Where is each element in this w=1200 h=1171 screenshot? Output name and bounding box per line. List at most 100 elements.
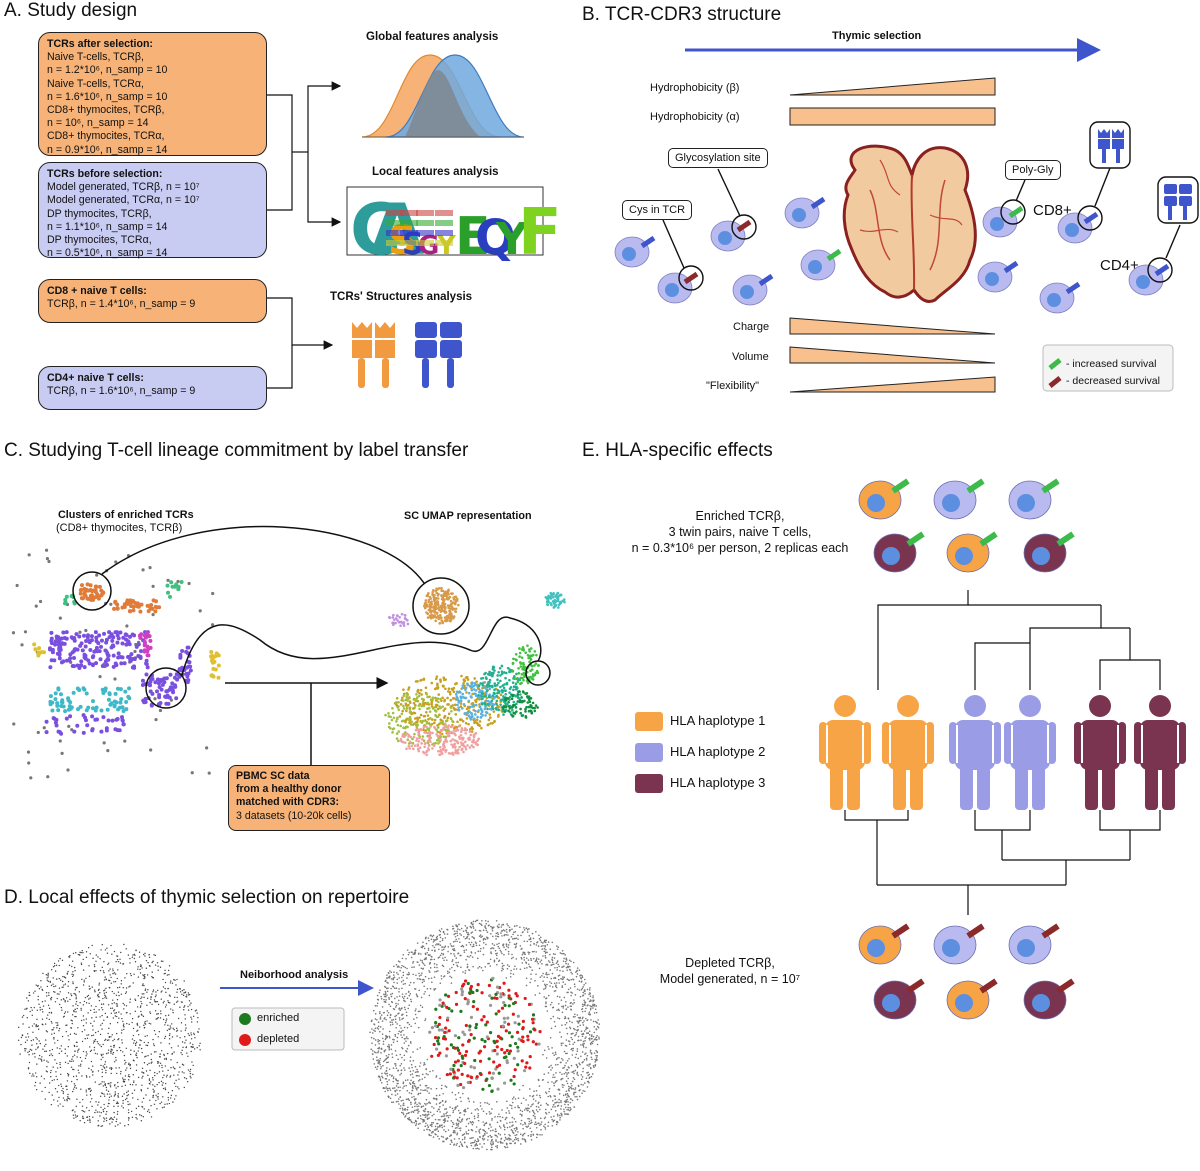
repertoire-dot (397, 1058, 399, 1061)
repertoire-dot (162, 986, 165, 988)
repertoire-dot (46, 1017, 48, 1019)
repertoire-dot (442, 930, 445, 933)
umap-dot (522, 649, 525, 652)
cluster-dot (129, 652, 134, 657)
repertoire-dot (190, 1077, 192, 1079)
cluster-dot (37, 646, 42, 651)
repertoire-dot (519, 945, 522, 947)
repertoire-dot (126, 1022, 128, 1025)
umap-dot (488, 707, 492, 711)
umap-dot (439, 678, 442, 682)
repertoire-dot (165, 1015, 167, 1017)
repertoire-dot (475, 1130, 477, 1133)
repertoire-dot (92, 1034, 95, 1036)
repertoire-dot (171, 1053, 173, 1055)
repertoire-dot (533, 950, 535, 953)
repertoire-dot (480, 936, 482, 938)
cluster-dot (210, 623, 215, 627)
repertoire-dot (47, 1004, 50, 1007)
repertoire-dot (561, 985, 564, 987)
umap-dot (434, 713, 437, 717)
umap-dot (431, 593, 434, 596)
repertoire-dot (166, 1029, 169, 1032)
repertoire-dot (83, 1000, 86, 1003)
umap-dot (468, 727, 472, 731)
repertoire-dot (147, 1087, 149, 1090)
repertoire-dot (104, 976, 106, 978)
umap-dot (521, 676, 524, 680)
repertoire-dot (486, 931, 489, 934)
repertoire-dot (402, 1102, 405, 1105)
umap-dot (436, 707, 440, 711)
repertoire-dot (397, 999, 400, 1002)
repertoire-dot (123, 943, 125, 946)
umap-dot (497, 708, 501, 712)
repertoire-dot (75, 998, 77, 1000)
logo-letter: E (455, 207, 491, 267)
repertoire-dot (155, 991, 157, 993)
repertoire-dot (81, 949, 83, 952)
repertoire-dot (164, 1024, 166, 1026)
repertoire-dot (438, 1094, 441, 1097)
repertoire-dot (107, 962, 110, 964)
repertoire-dot (149, 1001, 151, 1004)
repertoire-dot (102, 1003, 105, 1005)
cluster-dot (87, 661, 92, 666)
repertoire-dot (136, 1006, 139, 1008)
repertoire-dot (159, 1053, 161, 1055)
repertoire-dot (145, 967, 148, 969)
repertoire-dot (183, 989, 185, 991)
repertoire-dot (540, 1104, 542, 1107)
repertoire-dot (85, 1002, 88, 1004)
repertoire-dot (75, 1041, 78, 1043)
repertoire-dot (98, 999, 101, 1002)
repertoire-dot (538, 1124, 541, 1126)
repertoire-dot (187, 994, 190, 996)
umap-dot (431, 731, 434, 735)
repertoire-dot (528, 965, 531, 968)
repertoire-dot (35, 1024, 38, 1026)
repertoire-dot (93, 964, 96, 966)
repertoire-dot (552, 1106, 554, 1108)
repertoire-dot (100, 1058, 102, 1061)
repertoire-dot (481, 1108, 483, 1110)
cluster-dot (80, 596, 85, 601)
repertoire-dot (193, 1048, 196, 1050)
umap-dot (405, 707, 409, 710)
repertoire-dot (142, 1015, 145, 1018)
repertoire-dot (540, 945, 543, 947)
umap-dot (401, 696, 404, 700)
umap-dot (475, 697, 479, 701)
umap-dot (471, 681, 474, 684)
repertoire-dot (420, 1117, 422, 1120)
repertoire-dot (176, 978, 178, 981)
repertoire-dot (20, 1043, 22, 1046)
repertoire-dot (165, 1076, 168, 1078)
repertoire-dot (585, 1036, 587, 1038)
repertoire-dot (135, 949, 137, 951)
repertoire-dot (116, 1072, 118, 1075)
repertoire-dot (98, 1083, 100, 1086)
umap-dot (478, 705, 482, 709)
cluster-dot (88, 648, 93, 653)
repertoire-dot (565, 1080, 568, 1082)
repertoire-dot (150, 998, 152, 1000)
repertoire-dot (129, 1001, 131, 1003)
repertoire-dot (153, 1071, 156, 1074)
repertoire-dot (62, 1087, 64, 1090)
repertoire-dot (79, 954, 81, 956)
repertoire-dot (157, 1062, 159, 1065)
repertoire-dot (97, 1125, 99, 1127)
repertoire-dot (412, 962, 414, 964)
repertoire-dot (559, 952, 562, 954)
umap-dot (452, 706, 456, 710)
umap-dot (439, 697, 442, 701)
cluster-dot (78, 704, 83, 709)
repertoire-dot (94, 1081, 97, 1083)
umap-dot (454, 745, 457, 749)
repertoire-dot (532, 1094, 535, 1097)
repertoire-dot (158, 1065, 161, 1067)
repertoire-dot (401, 1107, 404, 1110)
umap-dot (475, 718, 479, 722)
umap-dot (504, 692, 507, 696)
